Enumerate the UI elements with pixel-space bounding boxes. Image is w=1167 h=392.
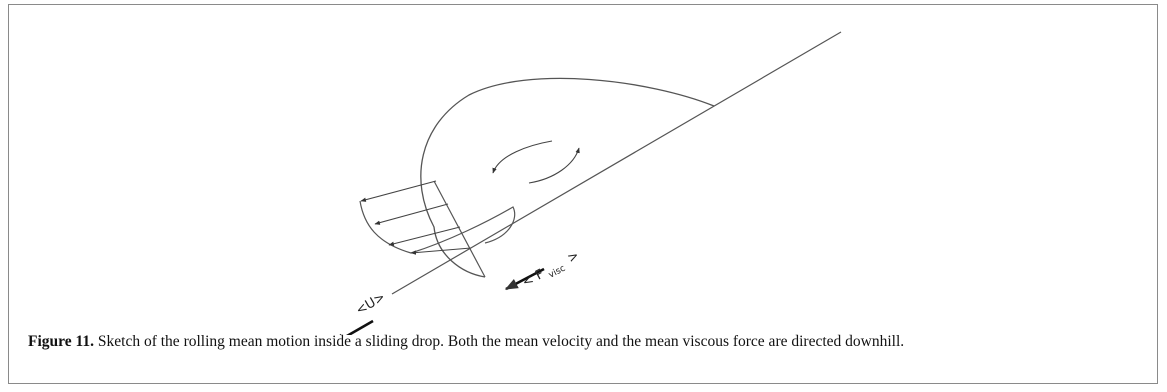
circulation-arrow-lower [528,147,580,184]
incline-line [391,31,842,295]
svg-text:< F visc >: < F visc > [520,248,584,294]
mean-velocity-arrow [331,319,374,335]
caption-text: Sketch of the rolling mean motion inside… [94,333,905,350]
circulation-arrow-upper [492,140,553,174]
velocity-arrow-2 [374,203,449,225]
drop-outline [420,77,715,278]
velocity-arrow-3 [388,226,461,246]
viscous-force-label: < F visc > [520,248,584,294]
figure-label: Figure 11. [28,333,95,350]
velocity-profile-curve [359,200,516,254]
velocity-label: <U> [354,290,389,319]
figure-frame: <U> < F visc > Figure 11. Sketch of the … [8,4,1158,384]
velocity-arrow-1 [360,180,437,202]
drop-sketch: <U> < F visc > [331,31,842,335]
profile-line [433,180,486,278]
figure-caption: Figure 11. Sketch of the rolling mean mo… [28,331,1148,352]
velocity-arrow-4 [410,247,472,255]
viscous-force-arrow [504,267,545,291]
